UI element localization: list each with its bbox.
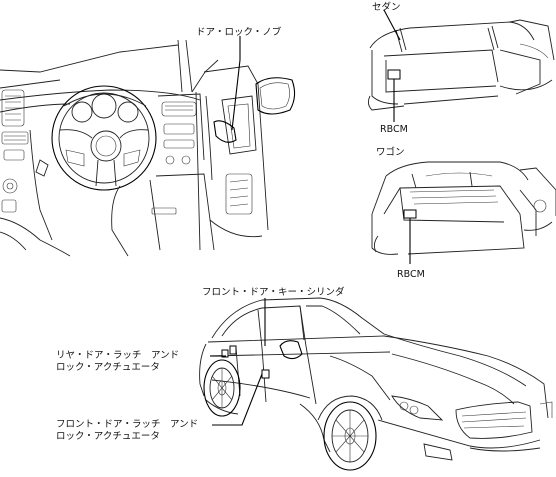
front-door-latch-actuator-label: フロント・ドア・ラッチ アンド ロック・アクチュエータ xyxy=(56,419,198,443)
rbcm-sedan-label: RBCM xyxy=(380,124,408,135)
rbcm-wagon-label: RBCM xyxy=(397,269,425,280)
interior-dashboard xyxy=(0,39,296,257)
car-exterior xyxy=(199,297,553,471)
door-lock-knob-label: ドア・ロック・ノブ xyxy=(196,27,282,38)
front-door-key-cylinder-label: フロント・ドア・キー・シリンダ xyxy=(202,287,345,298)
leader-lines xyxy=(210,9,401,426)
front-latch-line1: フロント・ドア・ラッチ アンド xyxy=(56,419,199,430)
rear-latch-line1: リヤ・ドア・ラッチ アンド xyxy=(56,350,180,361)
rear-latch-line2: ロック・アクチュエータ xyxy=(56,362,160,373)
sedan-label: セダン xyxy=(372,2,401,13)
front-latch-line2: ロック・アクチュエータ xyxy=(56,431,160,442)
sedan-trunk-illustration xyxy=(367,19,555,122)
wagon-cargo-illustration xyxy=(371,161,556,264)
rear-door-latch-actuator-label: リヤ・ドア・ラッチ アンド ロック・アクチュエータ xyxy=(56,350,179,374)
wagon-label: ワゴン xyxy=(376,147,405,158)
